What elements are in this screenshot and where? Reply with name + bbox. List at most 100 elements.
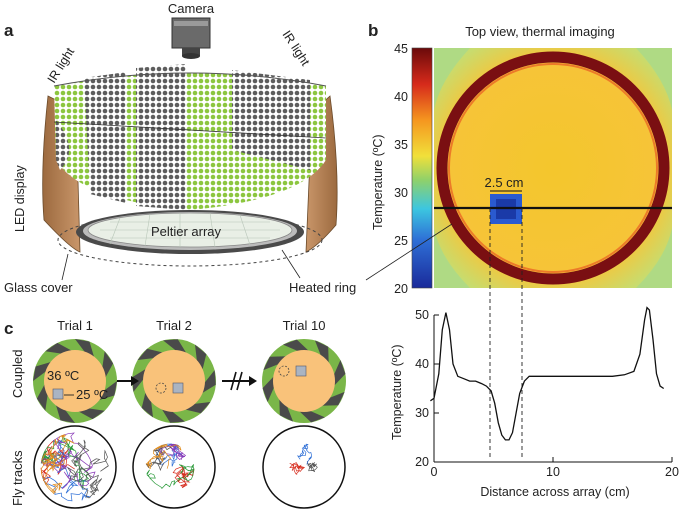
fly-track bbox=[67, 439, 109, 499]
arena-stripe bbox=[163, 339, 187, 354]
arena-stripe bbox=[75, 339, 95, 359]
row-coupled-label: Coupled bbox=[10, 350, 25, 398]
coupled-arena bbox=[262, 339, 346, 423]
arena-stripe bbox=[102, 351, 114, 379]
arena-row bbox=[33, 339, 346, 423]
colorbar-ylabel: Temperature (ºC) bbox=[371, 134, 385, 230]
arena-stripe bbox=[132, 368, 147, 392]
colorbar-tick: 30 bbox=[394, 186, 408, 200]
chart-ylabel: Temperature (ºC) bbox=[390, 344, 404, 440]
ir-light-right-label: IR light bbox=[279, 28, 312, 69]
fly-track-arena bbox=[132, 425, 216, 509]
trial-label: Trial 10 bbox=[283, 318, 326, 333]
fly-track bbox=[306, 461, 318, 473]
panel-c: c Trial 1 Trial 2 Trial 10 Coupled Fly t… bbox=[4, 318, 346, 509]
previous-cold-tile bbox=[278, 365, 290, 377]
arena-stripe bbox=[333, 360, 346, 387]
y-tick-label: 50 bbox=[415, 308, 429, 322]
arena-stripe bbox=[201, 370, 216, 394]
heated-ring-label: Heated ring bbox=[289, 280, 356, 295]
led-display-label: LED display bbox=[13, 165, 27, 232]
fly-track bbox=[296, 443, 313, 465]
camera-label: Camera bbox=[168, 1, 215, 16]
fly-track bbox=[40, 434, 75, 495]
previous-cold-tile bbox=[155, 382, 167, 394]
arena-floor bbox=[143, 350, 205, 412]
colorbar-tick: 35 bbox=[394, 138, 408, 152]
glass-cover-leader bbox=[61, 253, 69, 281]
coupled-arena bbox=[132, 339, 216, 423]
fly-track bbox=[145, 444, 172, 472]
cold-tile bbox=[52, 388, 64, 400]
fly-track bbox=[146, 464, 195, 489]
y-tick-label: 30 bbox=[415, 406, 429, 420]
arena-stripe bbox=[45, 342, 73, 354]
arena-stripe bbox=[321, 391, 345, 406]
trial-arrow-head bbox=[131, 376, 139, 386]
skip-mark bbox=[230, 371, 237, 391]
peltier-grid bbox=[100, 212, 280, 248]
row-fly-tracks-label: Fly tracks bbox=[10, 450, 25, 506]
heated-ring-thermal bbox=[436, 51, 670, 285]
fly-tracks bbox=[40, 432, 318, 502]
colorbar-ticks: 45 40 35 30 25 20 bbox=[394, 42, 408, 296]
colorbar-tick: 25 bbox=[394, 234, 408, 248]
cold-tile bbox=[172, 382, 184, 394]
fly-track bbox=[145, 443, 182, 470]
arena-stripe bbox=[77, 408, 105, 420]
arena-stripe bbox=[283, 339, 310, 352]
panel-a: a Camera IR light IR light LED display bbox=[4, 1, 356, 295]
colorbar-tick: 20 bbox=[394, 282, 408, 296]
colorbar bbox=[411, 47, 433, 289]
temperature-profile-chart: 20 30 40 50 0 10 20 Distance across array (cm)… bbox=[390, 306, 679, 499]
x-tick-label: 0 bbox=[431, 465, 438, 479]
panel-a-label: a bbox=[4, 21, 14, 40]
heated-ring-leader bbox=[281, 249, 301, 279]
arena-stripe bbox=[161, 408, 185, 423]
trial-label: Trial 1 bbox=[57, 318, 93, 333]
glass-cover-label: Glass cover bbox=[4, 280, 73, 295]
fly-track-arena bbox=[33, 425, 117, 509]
panel-c-label: c bbox=[4, 319, 13, 338]
y-tick-label: 40 bbox=[415, 357, 429, 371]
arena-stripe bbox=[36, 383, 48, 411]
connector-line bbox=[365, 223, 453, 281]
trial-label: Trial 2 bbox=[156, 318, 192, 333]
x-tick-label: 20 bbox=[665, 465, 679, 479]
arena-stripe bbox=[195, 344, 207, 371]
camera-icon bbox=[171, 17, 211, 59]
panel-b-label: b bbox=[368, 21, 378, 40]
ir-light-left-label: IR light bbox=[45, 45, 78, 86]
arena-stripe bbox=[141, 391, 153, 418]
skip-mark bbox=[236, 371, 243, 391]
arena-stripe bbox=[97, 381, 117, 401]
arena-floor bbox=[273, 350, 335, 412]
colorbar-tick: 45 bbox=[394, 42, 408, 56]
thermal-corner-tint bbox=[434, 48, 672, 288]
fly-track bbox=[289, 462, 306, 475]
temperature-series-line bbox=[430, 306, 665, 441]
cold-tile bbox=[295, 365, 307, 377]
arena-stripe bbox=[55, 403, 75, 423]
led-display-wall bbox=[53, 64, 327, 210]
peltier-array-label: Peltier array bbox=[151, 224, 222, 239]
panel-b: b Top view, thermal imaging 45 40 35 30 … bbox=[365, 21, 679, 499]
thermal-title: Top view, thermal imaging bbox=[465, 24, 615, 39]
arena-stripe bbox=[262, 375, 275, 402]
chart-ticks: 20 30 40 50 0 10 20 bbox=[415, 308, 679, 479]
cold-temperature-label: 25 ºC bbox=[76, 387, 108, 402]
arena-stripe bbox=[263, 356, 287, 371]
arena-stripe bbox=[279, 398, 294, 422]
arena-stripe bbox=[314, 340, 329, 364]
colorbar-tick: 40 bbox=[394, 90, 408, 104]
arena-stripe bbox=[184, 402, 211, 414]
y-tick-label: 20 bbox=[415, 455, 429, 469]
chart-xlabel: Distance across array (cm) bbox=[480, 485, 629, 499]
arena-stripe bbox=[33, 361, 53, 381]
arena-stripe bbox=[137, 348, 164, 360]
arena-stripe bbox=[298, 410, 325, 423]
x-tick-label: 10 bbox=[546, 465, 560, 479]
scale-bar-label: 2.5 cm bbox=[484, 175, 523, 190]
hot-temperature-label: 36 ºC bbox=[47, 368, 79, 383]
